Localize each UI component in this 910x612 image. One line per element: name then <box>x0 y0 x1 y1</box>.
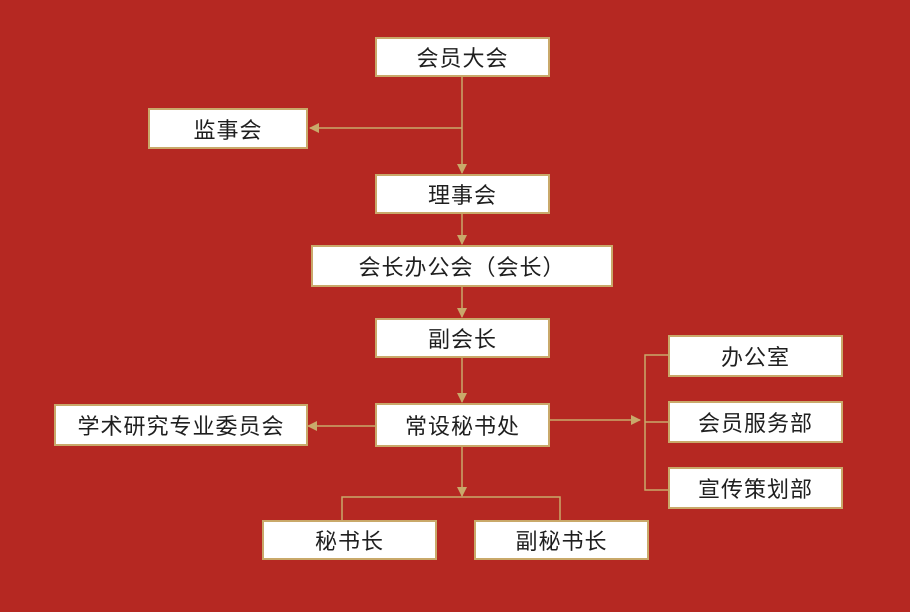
node-member-service: 会员服务部 <box>668 401 843 443</box>
node-secretariat: 常设秘书处 <box>375 403 550 447</box>
node-presidium: 会长办公会（会长） <box>311 245 613 287</box>
node-supervisory: 监事会 <box>148 108 308 149</box>
node-vice-president: 副会长 <box>375 318 550 358</box>
node-academic-committee: 学术研究专业委员会 <box>54 404 308 446</box>
node-deputy-secretary-general: 副秘书长 <box>474 520 649 560</box>
node-publicity: 宣传策划部 <box>668 467 843 509</box>
node-council: 理事会 <box>375 174 550 214</box>
node-secretary-general: 秘书长 <box>262 520 437 560</box>
secretaries-bracket <box>341 496 561 520</box>
node-assembly: 会员大会 <box>375 37 550 77</box>
node-office: 办公室 <box>668 335 843 377</box>
